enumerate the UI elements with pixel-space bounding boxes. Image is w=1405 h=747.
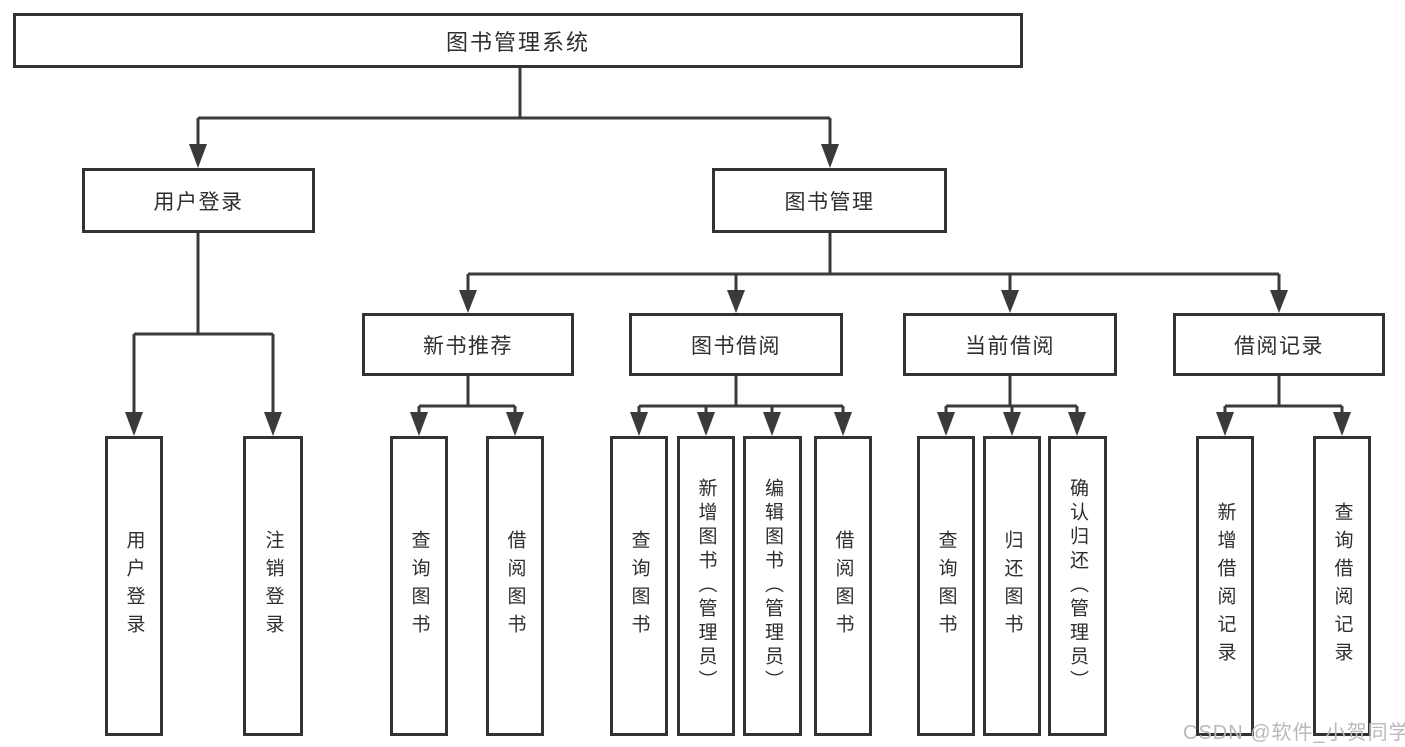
node-root-label: 图书管理系统 [445, 29, 590, 55]
node-new-book-recommend: 新书推荐 [362, 313, 574, 376]
node-current-borrowing-label: 当前借阅 [965, 334, 1055, 358]
node-leaf-confirm-return-admin-label: 确认归还（管理员） [1067, 478, 1088, 694]
node-leaf-logout-label: 注销登录 [262, 530, 284, 642]
node-leaf-add-books-admin: 新增图书（管理员） [677, 436, 735, 736]
node-leaf-return-books-label: 归还图书 [1001, 530, 1023, 642]
node-leaf-query-books-current-label: 查询图书 [935, 530, 957, 642]
node-leaf-add-borrow-record-label: 新增借阅记录 [1214, 502, 1236, 670]
node-book-management: 图书管理 [712, 168, 947, 233]
node-leaf-return-books: 归还图书 [983, 436, 1041, 736]
node-leaf-edit-books-admin-label: 编辑图书（管理员） [762, 478, 783, 694]
node-leaf-query-books-current: 查询图书 [917, 436, 975, 736]
node-borrowing-records: 借阅记录 [1173, 313, 1385, 376]
node-leaf-user-login: 用户登录 [105, 436, 163, 736]
node-leaf-borrow-books-recommend: 借阅图书 [486, 436, 544, 736]
node-leaf-add-borrow-record: 新增借阅记录 [1196, 436, 1254, 736]
node-leaf-query-books-recommend-label: 查询图书 [408, 530, 430, 642]
node-leaf-logout: 注销登录 [243, 436, 303, 736]
node-book-borrowing-label: 图书借阅 [691, 334, 781, 358]
node-user-login: 用户登录 [82, 168, 315, 233]
node-book-management-label: 图书管理 [784, 190, 875, 214]
node-leaf-query-books-borrowing: 查询图书 [610, 436, 668, 736]
node-leaf-query-books-borrowing-label: 查询图书 [628, 530, 650, 642]
node-book-borrowing: 图书借阅 [629, 313, 843, 376]
node-leaf-query-books-recommend: 查询图书 [390, 436, 448, 736]
node-user-login-label: 用户登录 [153, 190, 244, 214]
node-root: 图书管理系统 [13, 13, 1023, 68]
arrowheads [125, 144, 1351, 436]
node-current-borrowing: 当前借阅 [903, 313, 1117, 376]
node-leaf-user-login-label: 用户登录 [123, 530, 145, 642]
node-leaf-borrow-books-label: 借阅图书 [832, 530, 854, 642]
node-leaf-query-borrow-record-label: 查询借阅记录 [1331, 502, 1353, 670]
node-leaf-query-borrow-record: 查询借阅记录 [1313, 436, 1371, 736]
csdn-watermark: CSDN @软件_小贺同学 [1183, 722, 1405, 744]
node-leaf-borrow-books: 借阅图书 [814, 436, 872, 736]
node-borrowing-records-label: 借阅记录 [1234, 334, 1324, 358]
node-leaf-add-books-admin-label: 新增图书（管理员） [695, 478, 717, 694]
node-leaf-confirm-return-admin: 确认归还（管理员） [1048, 436, 1107, 736]
node-new-book-recommend-label: 新书推荐 [423, 334, 513, 358]
node-leaf-edit-books-admin: 编辑图书（管理员） [743, 436, 802, 736]
node-leaf-borrow-books-recommend-label: 借阅图书 [504, 530, 526, 642]
